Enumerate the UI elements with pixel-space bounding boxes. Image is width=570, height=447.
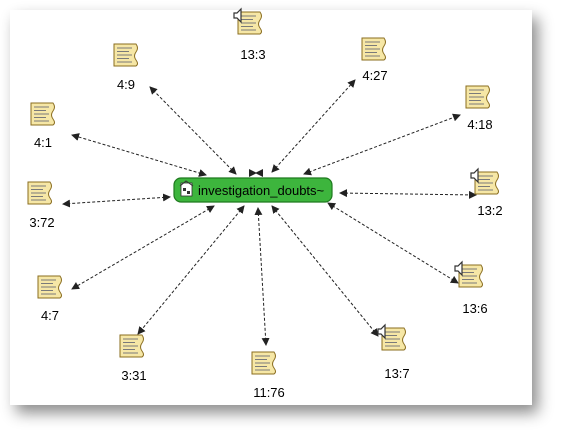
nodes-layer: 13:3 4:27 4:18 13:2 13:6 13:7 11:76 3:31 4:7 3:72…: [27, 7, 503, 400]
quotation-node-label: 4:18: [467, 117, 492, 132]
edge-4-1: [71, 133, 207, 177]
quotation-node-label: 11:76: [253, 385, 285, 400]
speaker-icon: [454, 260, 463, 277]
edge-4-18: [303, 113, 461, 176]
center-code-node[interactable]: investigation_doubts~: [173, 177, 333, 203]
quotation-node-4-7[interactable]: 4:7: [37, 275, 62, 323]
text-quotation-icon: [113, 43, 138, 67]
text-quotation-icon: [30, 102, 55, 126]
quotation-node-11-76[interactable]: 11:76: [251, 351, 285, 400]
text-quotation-icon: [27, 181, 52, 205]
audio-quotation-icon: [454, 260, 483, 288]
text-quotation-icon: [465, 85, 490, 109]
edge-11-76: [254, 207, 270, 346]
quotation-node-3-31[interactable]: 3:31: [119, 334, 147, 383]
edge-4-27: [271, 79, 356, 173]
quotation-node-label: 4:27: [362, 68, 387, 83]
text-quotation-icon: [37, 275, 62, 299]
speaker-icon: [470, 167, 479, 184]
quotation-node-13-6[interactable]: 13:6: [454, 260, 488, 316]
quotation-node-13-7[interactable]: 13:7: [377, 323, 410, 381]
speaker-icon: [377, 323, 386, 340]
quotation-node-4-27[interactable]: 4:27: [361, 37, 388, 83]
edge-13-6: [327, 202, 459, 284]
quotation-node-label: 4:7: [41, 308, 59, 323]
quotation-node-3-72[interactable]: 3:72: [27, 181, 55, 230]
quotation-node-label: 4:9: [117, 77, 135, 92]
quotation-node-4-18[interactable]: 4:18: [465, 85, 493, 132]
quotation-node-label: 13:2: [477, 203, 502, 218]
quotation-node-label: 13:7: [384, 366, 409, 381]
edge-13-2: [339, 189, 477, 199]
quotation-node-13-2[interactable]: 13:2: [470, 167, 503, 218]
quotation-node-label: 13:6: [462, 301, 487, 316]
text-quotation-icon: [119, 334, 144, 358]
quotation-node-label: 13:3: [240, 47, 265, 62]
quotation-node-label: 3:31: [121, 368, 146, 383]
quotation-node-4-1[interactable]: 4:1: [30, 102, 55, 150]
quotation-node-label: 4:1: [34, 135, 52, 150]
edge-3-72: [62, 193, 171, 208]
audio-quotation-icon: [470, 167, 499, 195]
edge-4-9: [149, 86, 237, 175]
speaker-icon: [233, 7, 242, 24]
text-quotation-icon: [361, 37, 386, 61]
code-family-icon: [179, 180, 194, 197]
quotation-node-13-3[interactable]: 13:3: [233, 7, 266, 62]
edge-4-7: [71, 205, 215, 290]
quotation-node-label: 3:72: [29, 215, 54, 230]
text-quotation-icon: [251, 351, 276, 375]
edge-13-7: [271, 205, 379, 337]
quotation-node-4-9[interactable]: 4:9: [113, 43, 138, 92]
edges-layer: [62, 79, 477, 346]
edge-3-31: [137, 205, 245, 335]
audio-quotation-icon: [377, 323, 406, 351]
center-node-label: investigation_doubts~: [198, 183, 325, 198]
audio-quotation-icon: [233, 7, 262, 35]
